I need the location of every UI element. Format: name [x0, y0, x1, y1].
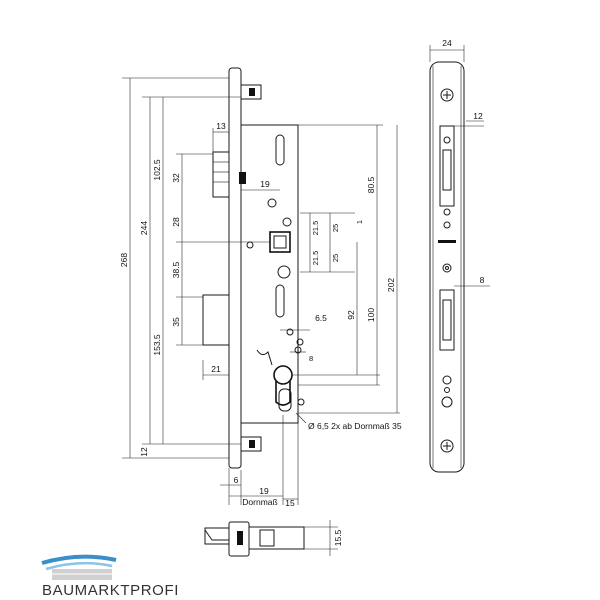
dim-6-5: 6.5 — [315, 313, 327, 323]
marker-1: 1 — [355, 220, 364, 224]
right-dimensions: 21.5 25 21.5 25 1 80.5 92 100 202 Ø 6,5 … — [292, 124, 402, 431]
latch-opening — [439, 125, 455, 207]
cylinder-keyhole — [273, 365, 293, 406]
brand-name: BAUMARKTPROFI — [42, 582, 179, 599]
dim-21-5-a: 21.5 — [311, 221, 320, 236]
dim-202: 202 — [386, 278, 396, 292]
faceplate-outline — [429, 61, 465, 473]
dim-268: 268 — [119, 253, 129, 267]
bottom-dimensions: 6 19 Dornmaß 15 — [220, 415, 299, 508]
dim-15-5: 15.5 — [333, 529, 343, 546]
dim-21-5-b: 21.5 — [311, 251, 320, 266]
dornmass-label: Dornmaß — [242, 497, 277, 507]
bolt-opening — [439, 289, 455, 351]
lock-front-view — [202, 67, 305, 469]
dim-12-left: 12 — [139, 447, 149, 457]
dim-244: 244 — [139, 221, 149, 235]
dim-19-top: 19 — [260, 179, 270, 189]
dim-6-bottom: 6 — [234, 475, 239, 485]
dim-100: 100 — [366, 308, 376, 322]
dim-25-b: 25 — [331, 254, 340, 262]
dim-12-right: 12 — [473, 111, 483, 121]
lock-side-view: 15.5 — [204, 520, 343, 557]
faceplate-front-view: 24 12 8 — [429, 38, 490, 473]
logo-roof-icon — [41, 554, 117, 565]
dim-38-5: 38.5 — [171, 261, 181, 278]
dim-15-bottom: 15 — [285, 498, 295, 508]
fixing-hole — [267, 198, 277, 208]
dim-102-5: 102.5 — [152, 159, 162, 181]
dim-25-a: 25 — [331, 224, 340, 232]
top-dimensions: 13 19 6.5 8 — [212, 121, 327, 363]
follower-square — [269, 231, 291, 253]
brand-logo: BAUMARKTPROFI — [41, 554, 179, 599]
dim-8-small: 8 — [309, 354, 313, 363]
screw-bottom — [440, 439, 454, 453]
dim-80-5: 80.5 — [366, 176, 376, 193]
dim-28: 28 — [171, 217, 181, 227]
hole-note: Ø 6,5 2x ab Dornmaß 35 — [308, 421, 402, 431]
latch — [212, 151, 230, 198]
top-screw-tab — [240, 84, 262, 100]
dead-bolt — [202, 294, 230, 346]
dim-153-5: 153.5 — [152, 334, 162, 356]
dim-13: 13 — [216, 121, 226, 131]
dim-35: 35 — [171, 317, 181, 327]
dim-92: 92 — [346, 310, 356, 320]
dim-19-bottom: 19 — [259, 486, 269, 496]
dim-8-right: 8 — [480, 275, 485, 285]
dim-32: 32 — [171, 173, 181, 183]
left-dimensions: 268 244 102.5 32 28 38.5 35 153.5 12 — [119, 77, 270, 459]
faceplate — [228, 67, 242, 469]
screw-top — [440, 88, 454, 102]
dim-24: 24 — [442, 38, 452, 48]
dim-21: 21 — [211, 364, 221, 374]
